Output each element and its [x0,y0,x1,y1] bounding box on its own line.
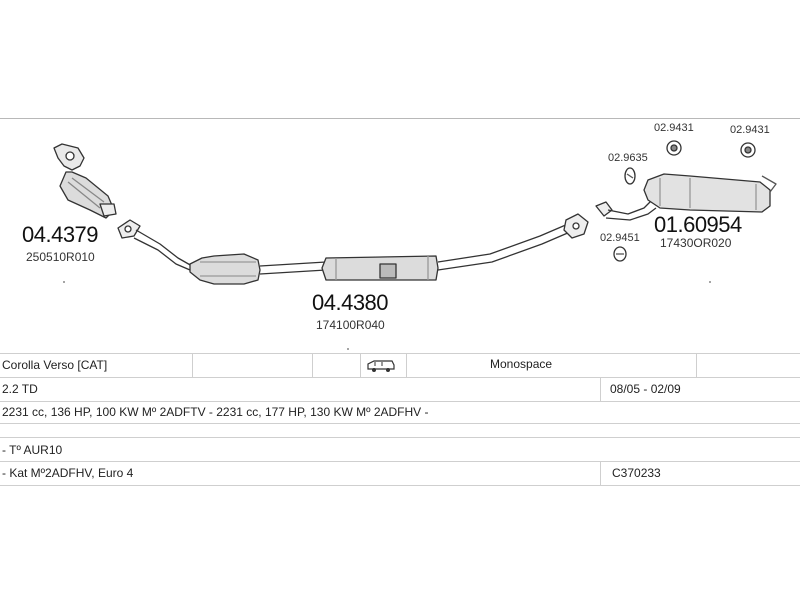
van-icon [366,359,396,378]
engine-specs: 2231 cc, 136 HP, 100 KW Mº 2ADFTV - 2231… [2,405,429,419]
mount-label-2[interactable]: 02.9431 [730,124,770,136]
note-kat: - Kat Mº2ADFHV, Euro 4 [2,466,134,480]
body-type: Monospace [490,357,553,371]
ref-front-catalyst: 250510R010 [26,250,95,264]
table-row-note2: - Kat Mº2ADFHV, Euro 4 C370233 [0,461,800,486]
engine-type: 2.2 TD [2,382,38,396]
catalog-code: C370233 [612,466,661,480]
note-type: - Tº AUR10 [2,443,63,457]
front-pipe[interactable] [117,219,193,271]
front-catalyst-part[interactable] [53,143,117,219]
table-row-blank [0,423,800,438]
table-row-model: Corolla Verso [CAT] Monospace [0,353,800,378]
rubber-mounts[interactable] [613,140,756,262]
part-number-front-catalyst[interactable]: 04.4379 [22,222,99,247]
ref-rear-silencer: 17430OR020 [660,236,732,250]
table-row-note1: - Tº AUR10 [0,437,800,462]
production-years: 08/05 - 02/09 [610,382,681,396]
mount-label-3[interactable]: 02.9635 [608,152,648,164]
middle-catalyst-part[interactable] [189,253,439,285]
rear-pipe[interactable] [437,213,589,271]
mount-label-4[interactable]: 02.9451 [600,232,640,244]
model-name: Corolla Verso [CAT] [2,358,108,372]
top-border [0,118,800,119]
table-row-engine: 2.2 TD 08/05 - 02/09 [0,377,800,402]
ref-middle-catalyst: 174100R040 [316,318,385,332]
table-bottom-border [0,485,800,486]
exhaust-diagram [53,140,777,350]
rear-silencer-part[interactable] [595,173,777,221]
table-row-specs: 2231 cc, 136 HP, 100 KW Mº 2ADFTV - 2231… [0,401,800,424]
mount-label-1[interactable]: 02.9431 [654,122,694,134]
part-number-middle-catalyst[interactable]: 04.4380 [312,290,389,315]
part-number-rear-silencer[interactable]: 01.60954 [654,212,742,237]
